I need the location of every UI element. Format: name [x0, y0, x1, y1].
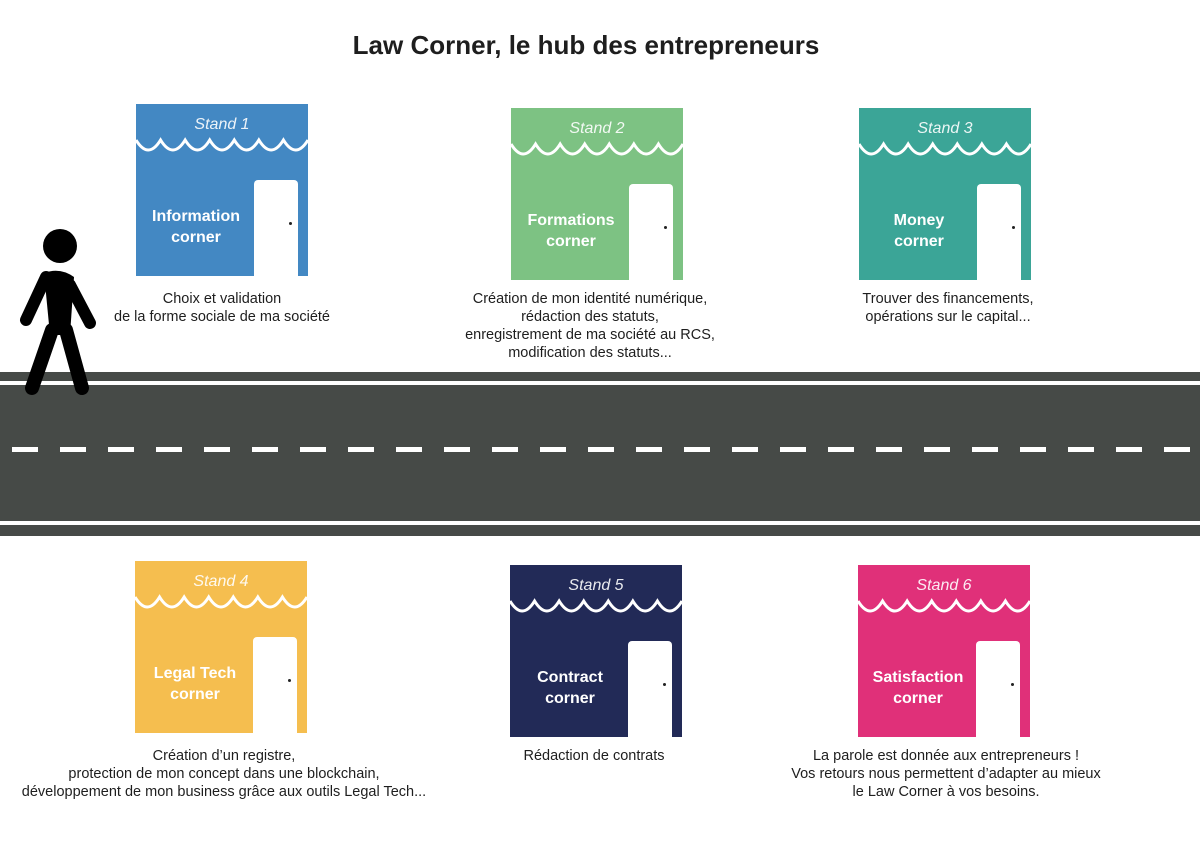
- corner-name: Money corner: [893, 212, 945, 250]
- door-icon: [254, 180, 298, 276]
- awning-edge: [135, 594, 307, 609]
- awning-scallop: [510, 598, 682, 613]
- road-center-line: [12, 447, 1200, 452]
- door-knob: [1012, 226, 1015, 229]
- corner-name: Information corner: [152, 208, 240, 246]
- corner-name: Satisfaction corner: [872, 669, 964, 707]
- stand-3-description: Trouver des financements, opérations sur…: [862, 291, 1034, 325]
- stand-6-description: La parole est donnée aux entrepreneurs !…: [791, 748, 1101, 800]
- stand-label: Stand 6: [916, 577, 972, 594]
- stand-4: Stand 4 Legal Tech corner: [135, 561, 307, 733]
- door-knob: [289, 222, 292, 225]
- stand-2: Stand 2 Formations corner: [511, 108, 683, 280]
- door-icon: [977, 184, 1021, 280]
- awning-edge: [510, 598, 682, 613]
- awning-edge: [511, 141, 683, 156]
- stand-label: Stand 5: [568, 577, 624, 594]
- road: [0, 372, 1200, 536]
- door-knob: [1011, 683, 1014, 686]
- awning-edge: [859, 141, 1031, 156]
- stand-label: Stand 1: [194, 116, 250, 133]
- awning-scallop: [136, 137, 308, 152]
- road-edge-top: [0, 381, 1200, 385]
- stand-1-description: Choix et validation de la forme sociale …: [114, 291, 330, 325]
- stand-5-description: Rédaction de contrats: [523, 748, 665, 764]
- corner-name: Legal Tech corner: [153, 665, 237, 703]
- corner-name: Formations corner: [527, 212, 615, 250]
- stand-1: Stand 1 Information corner: [136, 104, 308, 276]
- diagram-title: Law Corner, le hub des entrepreneurs: [352, 30, 820, 60]
- door-icon: [976, 641, 1020, 737]
- awning-scallop: [135, 594, 307, 609]
- door-icon: [629, 184, 673, 280]
- stand-6: Stand 6 Satisfaction corner: [858, 565, 1030, 737]
- stand-label: Stand 4: [193, 573, 249, 590]
- awning-edge: [858, 598, 1030, 613]
- stand-5: Stand 5 Contract corner: [510, 565, 682, 737]
- awning-scallop: [859, 141, 1031, 156]
- awning-scallop: [511, 141, 683, 156]
- door-knob: [663, 683, 666, 686]
- walking-person-icon: [20, 229, 96, 395]
- stand-4-description: Création d’un registre, protection de mo…: [21, 748, 427, 800]
- road-edge-bottom: [0, 521, 1200, 525]
- corner-name: Contract corner: [537, 669, 603, 707]
- stand-2-description: Création de mon identité numérique, réda…: [465, 291, 715, 361]
- stand-3: Stand 3 Money corner: [859, 108, 1031, 280]
- door-knob: [664, 226, 667, 229]
- door-icon: [253, 637, 297, 733]
- awning-scallop: [858, 598, 1030, 613]
- door-icon: [628, 641, 672, 737]
- awning-edge: [136, 137, 308, 152]
- stand-label: Stand 2: [569, 120, 625, 137]
- stand-label: Stand 3: [917, 120, 973, 137]
- door-knob: [288, 679, 291, 682]
